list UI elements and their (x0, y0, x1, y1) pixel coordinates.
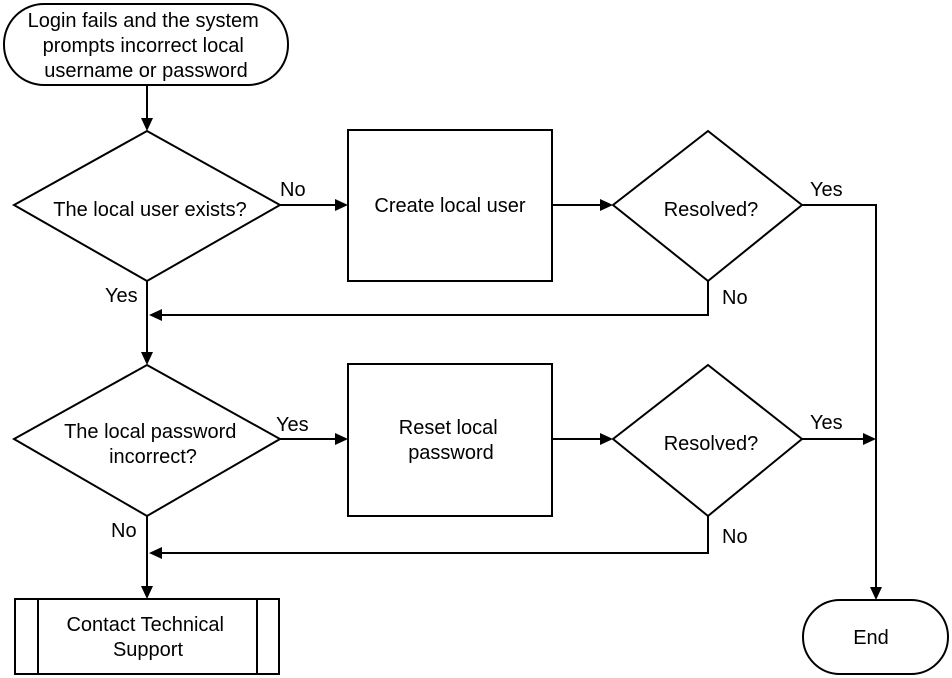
arrowhead (149, 547, 162, 559)
arrowhead (141, 352, 153, 365)
end-label: End (853, 627, 889, 649)
arrowhead (870, 587, 882, 600)
process-reset-password-label: Reset local password (399, 417, 504, 464)
edge-resolved-2-no (162, 516, 709, 554)
process-box (347, 129, 553, 282)
decision-resolved-1-label: Resolved? (664, 199, 759, 221)
contact-support-label-line: Contact Technical (66, 614, 224, 636)
decision-resolved-2-label: Resolved? (664, 433, 759, 455)
process-create-user-label: Create local user (374, 195, 526, 217)
process-label-line: Reset local (399, 417, 498, 439)
contact-support-label: Contact Technical Support (66, 614, 229, 661)
decision-diamond (611, 363, 804, 518)
edge-label-resolved-1-no: No (722, 287, 748, 309)
process-label-line: Create local user (374, 195, 526, 217)
start-label-line: username or password (44, 60, 247, 82)
edge-label-password-incorrect-no: No (111, 520, 137, 542)
decision-user-exists: The local user exists? (11, 129, 283, 283)
arrowhead (335, 199, 348, 211)
process-label-line: password (408, 442, 494, 464)
process-reset-password: Reset local password (347, 363, 553, 517)
start-label-line: Login fails and the system (28, 10, 259, 32)
contact-support-label-line: Support (113, 639, 183, 661)
decision-password-incorrect: The local password incorrect? (11, 363, 283, 518)
edge-label-password-incorrect-yes: Yes (276, 414, 309, 436)
connectors (141, 86, 882, 600)
decision-label-line: Resolved? (664, 199, 759, 221)
arrowhead (335, 433, 348, 445)
decision-label-line: The local user exists? (53, 199, 246, 221)
process-box (347, 363, 553, 517)
decision-resolved-2: Resolved? (611, 363, 804, 518)
predefined-process-box (14, 598, 280, 675)
arrowhead (600, 199, 613, 211)
end-terminator (802, 599, 949, 675)
decision-user-exists-label: The local user exists? (53, 199, 246, 221)
decision-diamond (611, 129, 804, 283)
edge-label-resolved-1-yes: Yes (810, 179, 843, 201)
end-node: End (802, 599, 949, 675)
start-terminator (3, 3, 289, 86)
decision-label-line: incorrect? (109, 446, 197, 468)
edge-resolved-1-yes (802, 204, 877, 587)
process-create-user: Create local user (347, 129, 553, 282)
arrowhead (149, 309, 162, 321)
decision-password-incorrect-label: The local password incorrect? (64, 421, 242, 468)
edge-resolved-1-no (162, 281, 709, 316)
decision-resolved-1: Resolved? (611, 129, 804, 283)
edge-label-user-exists-no: No (280, 179, 306, 201)
arrowhead (863, 433, 876, 445)
edge-label-user-exists-yes: Yes (105, 285, 138, 307)
start-node: Login fails and the system prompts incor… (3, 3, 289, 86)
edge-label-resolved-2-no: No (722, 526, 748, 548)
predefined-process-contact-support: Contact Technical Support (14, 598, 280, 675)
arrowhead (141, 118, 153, 131)
decision-label-line: Resolved? (664, 433, 759, 455)
end-label-line: End (853, 627, 889, 649)
arrowhead (600, 433, 613, 445)
start-label-line: prompts incorrect local (43, 35, 244, 57)
start-label: Login fails and the system prompts incor… (28, 10, 265, 82)
edge-labels: No Yes Yes No Yes No Yes No (105, 179, 843, 548)
decision-diamond (11, 129, 283, 283)
decision-label-line: The local password (64, 421, 236, 443)
edge-label-resolved-2-yes: Yes (810, 412, 843, 434)
decision-diamond (11, 363, 283, 518)
arrowhead (141, 586, 153, 599)
